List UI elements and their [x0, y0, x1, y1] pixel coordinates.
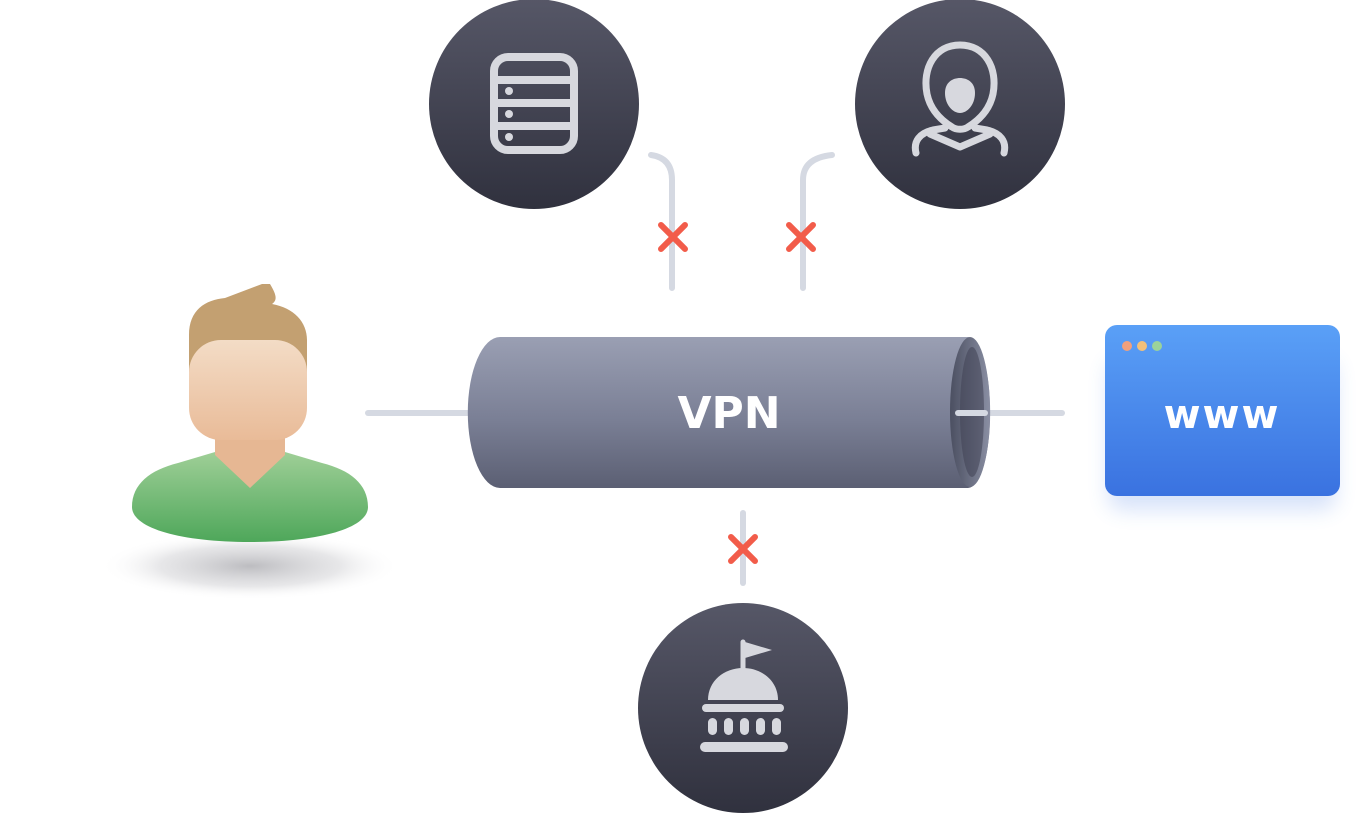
website-node	[1105, 325, 1340, 510]
hacker-connector-line	[800, 152, 835, 291]
browser-dot-red	[1122, 341, 1132, 351]
user-node	[100, 284, 400, 600]
browser-dot-yellow	[1137, 341, 1147, 351]
database-blocked-icon	[658, 222, 688, 252]
website-label: www	[1164, 392, 1281, 438]
browser-dot-green	[1152, 341, 1162, 351]
user-face	[189, 340, 307, 440]
tunnel-label: VPN	[677, 388, 780, 439]
database-connector-line	[648, 152, 675, 291]
user-shadow	[100, 532, 400, 600]
database-node	[429, 0, 639, 209]
hacker-node	[855, 0, 1065, 209]
user-avatar-icon	[132, 284, 368, 542]
hooded-hacker-icon	[911, 41, 1009, 157]
browser-window-icon	[1105, 325, 1340, 496]
government-node	[638, 603, 848, 813]
government-blocked-icon	[728, 534, 758, 564]
vpn-tunnel	[467, 337, 991, 488]
government-building-icon	[700, 639, 788, 752]
user-shirt	[132, 452, 368, 542]
hacker-blocked-icon	[786, 222, 816, 252]
database-server-icon	[490, 53, 578, 154]
hacker-face	[945, 78, 975, 113]
